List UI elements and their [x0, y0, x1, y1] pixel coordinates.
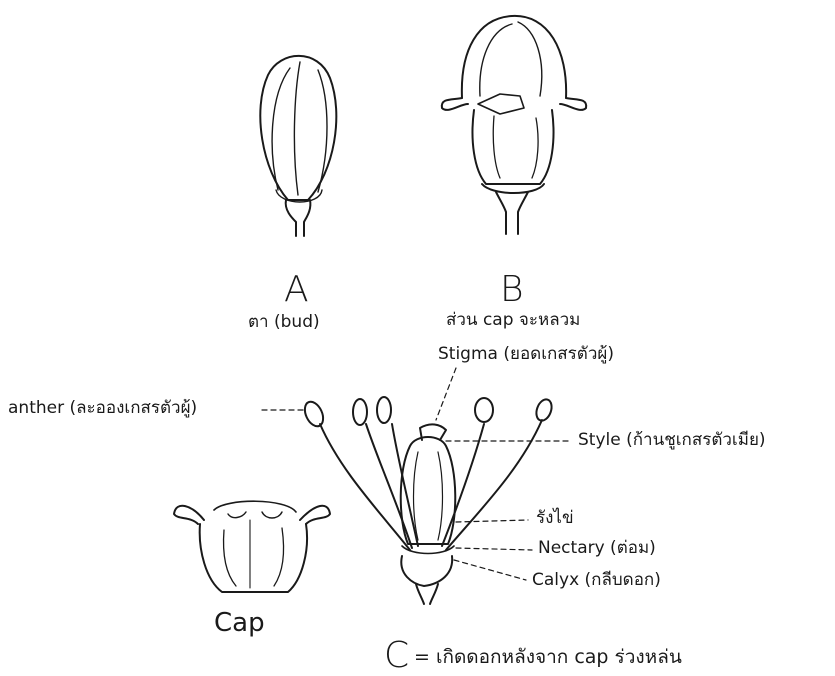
cap-illustration — [174, 501, 330, 592]
nectary-label: Nectary (ต่อม) — [538, 540, 656, 557]
cap-caption: Cap — [214, 610, 265, 636]
leader-lines — [262, 368, 572, 580]
calyx-label: Calyx (กลีบดอก) — [532, 572, 661, 589]
ovary-label: รังไข่ — [536, 510, 574, 527]
flower-letter: C — [384, 638, 409, 674]
opening-caption: ส่วน cap จะหลวม — [446, 312, 580, 329]
open-flower-illustration — [301, 397, 554, 604]
bud-caption: ตา (bud) — [248, 314, 320, 331]
bud-illustration — [260, 56, 336, 236]
flower-caption: = เกิดดอกหลังจาก cap ร่วงหล่น — [414, 648, 682, 667]
opening-letter: B — [500, 272, 524, 308]
style-label: Style (ก้านชูเกสรตัวเมีย) — [578, 432, 766, 449]
stigma-label: Stigma (ยอดเกสรตัวผู้) — [438, 346, 614, 363]
anther-label: anther (ละอองเกสรตัวผู้) — [8, 400, 197, 417]
opening-bud-illustration — [442, 16, 586, 234]
bud-letter: A — [284, 272, 309, 308]
